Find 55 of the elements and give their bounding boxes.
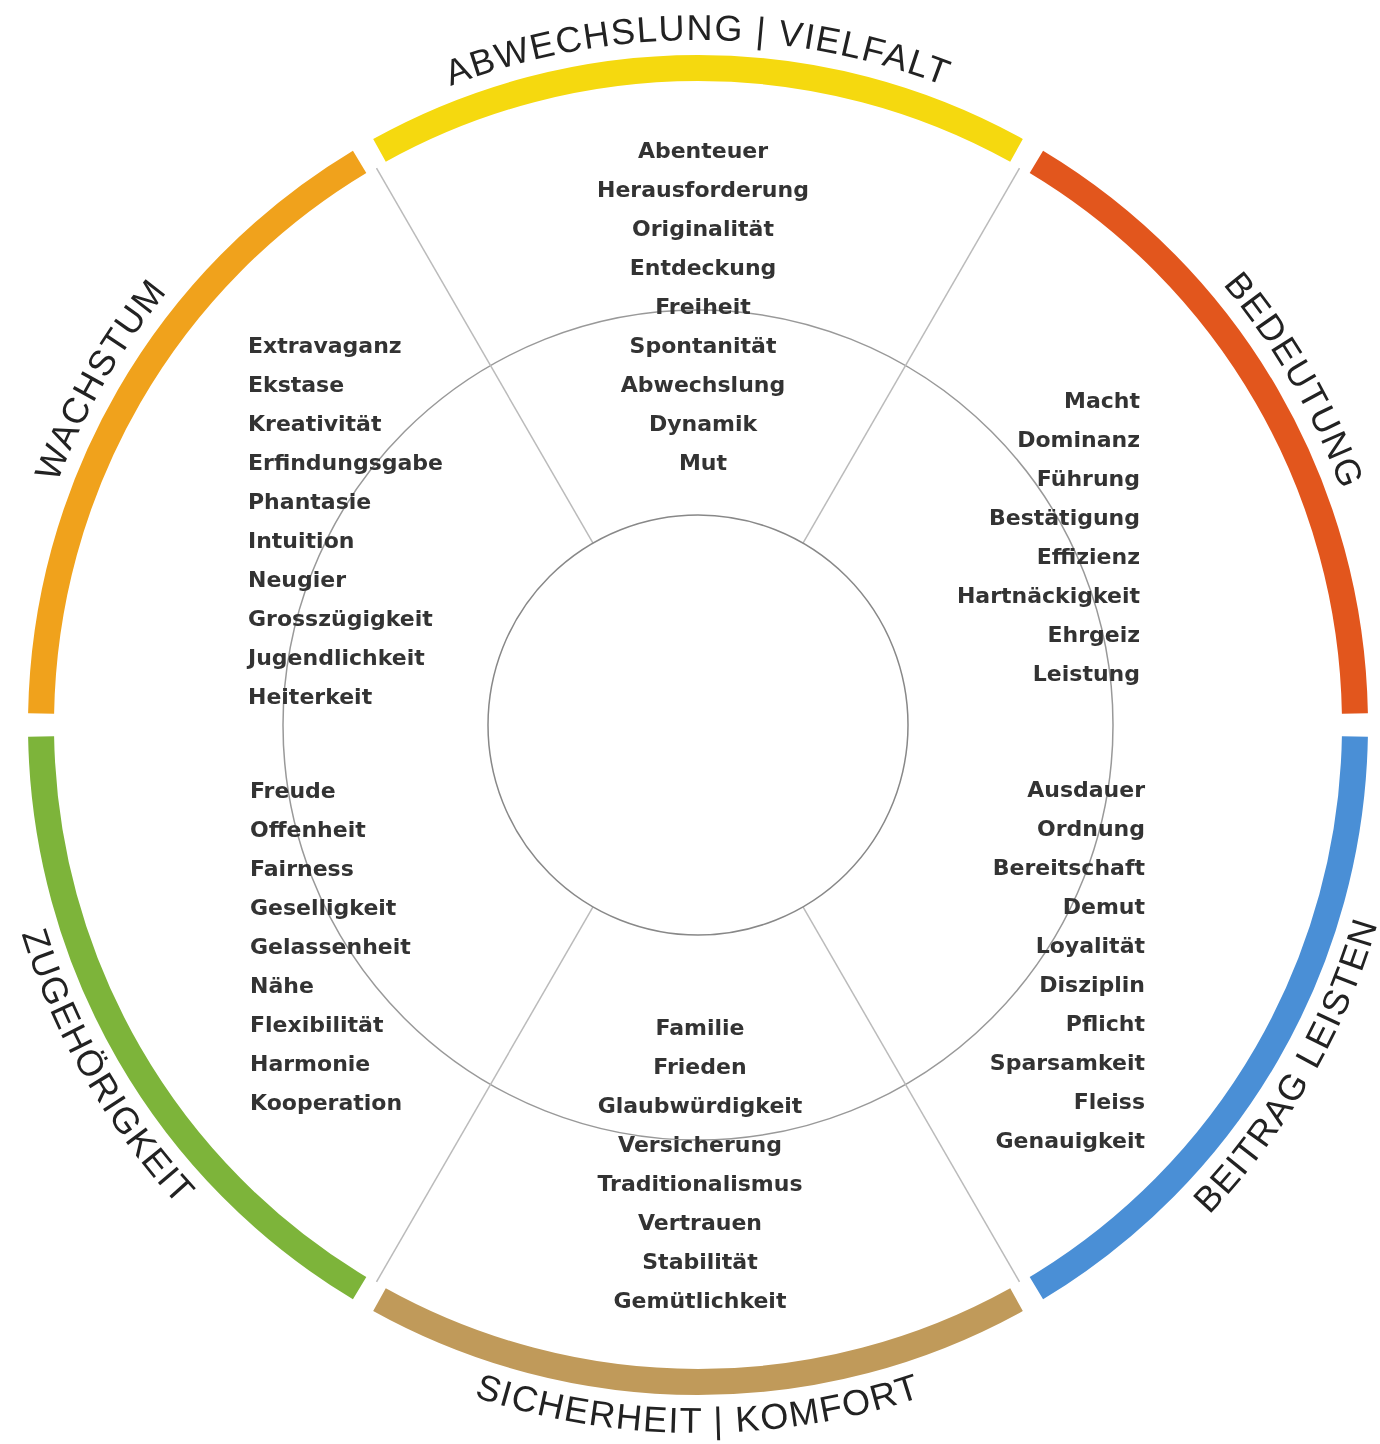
value-label: Originalität: [632, 216, 774, 241]
value-label: Fairness: [250, 856, 354, 881]
value-label: Dynamik: [648, 411, 758, 436]
value-label: Gemütlichkeit: [613, 1288, 787, 1313]
value-label: Führung: [1036, 466, 1140, 491]
value-label: Effizienz: [1036, 544, 1140, 569]
value-label: Abwechslung: [620, 372, 786, 397]
value-label: Leistung: [1032, 661, 1140, 686]
value-label: Vertrauen: [637, 1210, 763, 1235]
value-label: Mut: [678, 450, 728, 475]
value-label: Erfindungsgabe: [248, 450, 444, 475]
value-label: Macht: [1064, 388, 1140, 413]
value-label: Extravaganz: [248, 333, 402, 358]
value-label: Familie: [655, 1015, 745, 1040]
value-label: Geselligkeit: [250, 895, 397, 920]
value-label: Versicherung: [618, 1132, 782, 1157]
value-label: Grosszügigkeit: [248, 606, 433, 631]
value-label: Glaubwürdigkeit: [597, 1093, 803, 1118]
value-label: Intuition: [248, 528, 355, 553]
value-label: Traditionalismus: [597, 1171, 803, 1196]
value-label: Nähe: [250, 973, 314, 998]
value-label: Neugier: [248, 567, 347, 592]
value-label: Spontanität: [629, 333, 777, 358]
value-label: Hartnäckigkeit: [956, 583, 1140, 608]
value-label: Abenteuer: [637, 138, 769, 163]
value-label: Entdeckung: [629, 255, 777, 280]
value-label: Frieden: [653, 1054, 747, 1079]
value-label: Ausdauer: [1027, 777, 1145, 802]
value-label: Dominanz: [1017, 427, 1140, 452]
value-label: Flexibilität: [250, 1012, 384, 1037]
category-title: SICHERHEIT | KOMFORT: [471, 1365, 925, 1442]
value-label: Pflicht: [1065, 1011, 1145, 1036]
value-label: Ordnung: [1036, 816, 1145, 841]
value-label: Bestätigung: [988, 505, 1140, 530]
value-label: Demut: [1062, 894, 1145, 919]
value-label: Phantasie: [248, 489, 372, 514]
value-label: Sparsamkeit: [989, 1050, 1145, 1075]
value-label: Kooperation: [250, 1090, 403, 1115]
value-label: Fleiss: [1073, 1089, 1145, 1114]
value-label: Freude: [250, 778, 336, 803]
value-label: Heiterkeit: [248, 684, 373, 709]
value-label: Loyalität: [1035, 933, 1145, 958]
value-label: Kreativität: [248, 411, 382, 436]
value-label: Freiheit: [655, 294, 751, 319]
value-label: Stabilität: [642, 1249, 758, 1274]
value-label: Ekstase: [248, 372, 345, 397]
value-label: Jugendlichkeit: [248, 645, 425, 670]
value-label: Genauigkeit: [995, 1128, 1145, 1153]
value-label: Herausforderung: [597, 177, 809, 202]
value-label: Bereitschaft: [992, 855, 1145, 880]
value-label: Ehrgeiz: [1047, 622, 1140, 647]
value-label: Disziplin: [1039, 972, 1145, 997]
value-label: Harmonie: [250, 1051, 371, 1076]
value-label: Offenheit: [250, 817, 366, 842]
value-label: Gelassenheit: [250, 934, 411, 959]
